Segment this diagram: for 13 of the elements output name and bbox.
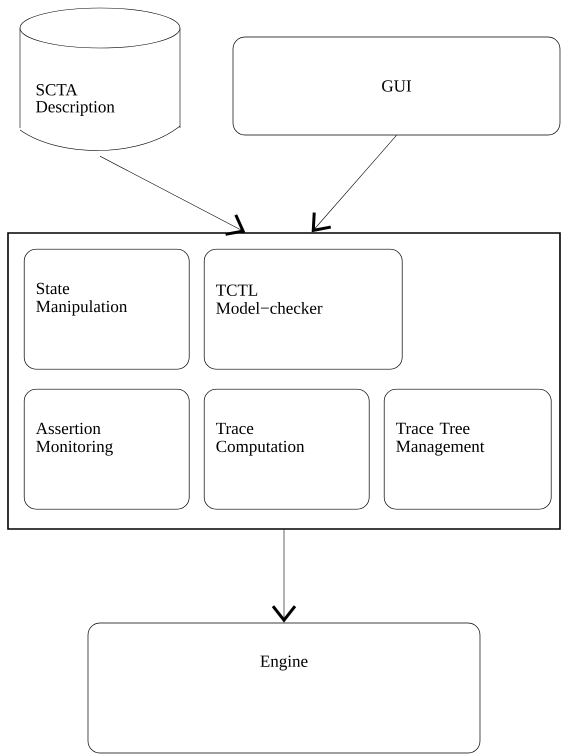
module-box: Trace Tree Management (384, 388, 552, 510)
cylinder: SCTA Description (20, 8, 180, 151)
module-box: State Manipulation (24, 248, 190, 370)
arrow (100, 156, 246, 236)
arrow (272, 530, 296, 623)
container-box (7, 232, 561, 530)
process-box: GUI (232, 36, 560, 136)
module-box: Assertion Monitoring (24, 388, 190, 510)
process-box: Engine (88, 622, 480, 754)
module-box: TCTL Model−checker (204, 248, 403, 370)
node-label: SCTA Description (36, 84, 115, 116)
arrow (312, 135, 397, 232)
module-box: Trace Computation (204, 388, 370, 510)
